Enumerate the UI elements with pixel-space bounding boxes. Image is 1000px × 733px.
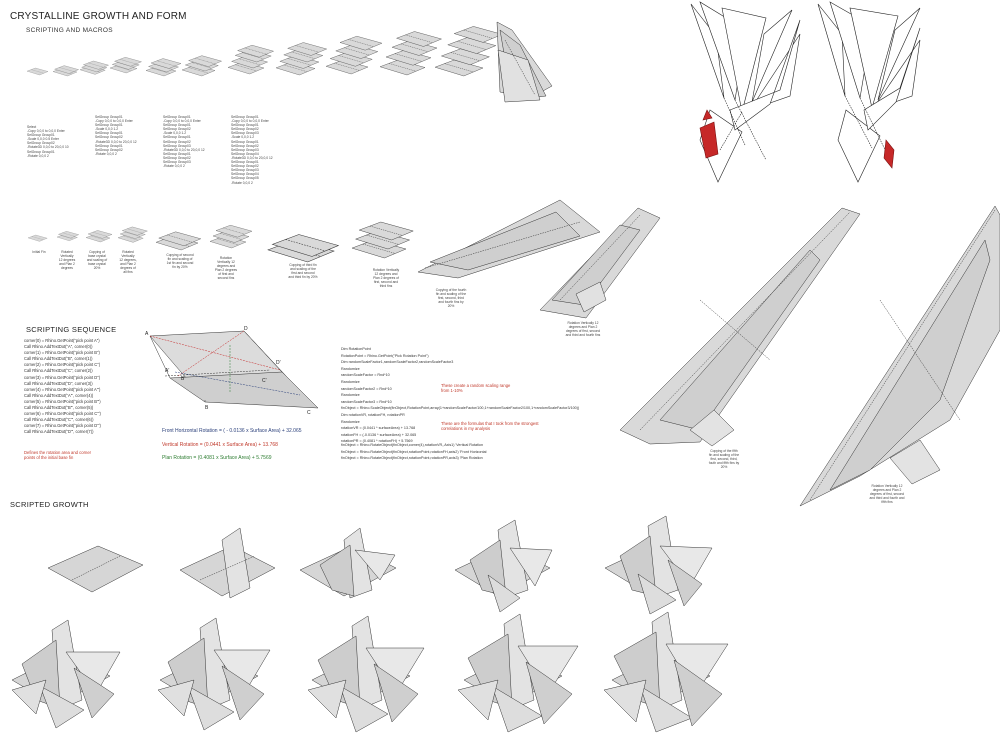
- formula-front-rotation: Front Horizontal Rotation = ( - 0.0136 x…: [162, 428, 302, 434]
- point-label-b: B: [205, 405, 209, 411]
- step-8: [351, 221, 414, 259]
- macro-stage-row: [26, 21, 553, 103]
- growth-stage-1: [47, 545, 144, 593]
- macro-block-3: SelGroup Group01 -Copy 0,0,0 to 0,0,0 En…: [163, 115, 205, 169]
- growth-stage-9: [457, 613, 579, 733]
- step-caption-2: Rotated Vertically 12 degrees and Plan 2…: [58, 250, 76, 270]
- point-label-a: A: [145, 331, 149, 337]
- macro-stage-12: [496, 21, 553, 103]
- macro-stage-1: [26, 67, 49, 76]
- step-caption-9: Copying of the fourth fin and scaling of…: [435, 288, 467, 308]
- growth-stage-10: [603, 611, 729, 733]
- step-10: [539, 207, 661, 319]
- crystal-form-red-right: [817, 1, 921, 183]
- macro-stage-4: [109, 57, 142, 74]
- page-subtitle: SCRIPTING AND MACROS: [26, 27, 113, 34]
- step-11: [619, 207, 861, 447]
- macro-block-2: SelGroup Group01 -Copy 0,0,0 to 0,0,0 En…: [95, 115, 137, 156]
- step-9: [417, 199, 601, 279]
- macro-block-1: Select -Copy 0,0,0 to 0,0,0 Enter SelGro…: [27, 125, 69, 158]
- macro-stage-10: [379, 31, 442, 76]
- step-12: [799, 205, 1000, 507]
- scripting-note-scaling: These create a random scaling range from…: [441, 383, 511, 393]
- scripted-growth-row-1: [47, 515, 713, 615]
- scripting-note-formulas: These are the formulas that I took from …: [441, 421, 539, 431]
- macro-block-4: SelGroup Group01 -Copy 0,0,0 to 0,0,0 En…: [231, 115, 273, 185]
- diagram-point-labels: A B C D A' B' C' D': [145, 326, 311, 416]
- step-caption-12: Rotation Vertically 12 degrees and Plan …: [869, 484, 905, 504]
- growth-stage-4: [454, 519, 553, 613]
- macro-stage-2: [52, 65, 79, 77]
- crystal-form-red-left: [690, 1, 801, 183]
- point-label-d-prime: D': [276, 360, 281, 366]
- growth-stage-8: [307, 615, 425, 733]
- scripted-growth-row-2: [11, 611, 729, 733]
- macro-stage-3: [79, 60, 109, 75]
- scripting-sequence-heading: SCRIPTING SEQUENCE: [26, 325, 117, 334]
- point-label-b-prime: B': [181, 376, 185, 382]
- formula-vertical-rotation: Vertical Rotation = (0.0441 x Surface Ar…: [162, 442, 278, 448]
- point-label-a-prime: A': [165, 368, 169, 374]
- macro-stage-8: [275, 42, 328, 76]
- scripting-code-right-2: finObject = Rhino.RotateObject(finObject…: [341, 443, 487, 461]
- step-row: [27, 199, 1000, 507]
- macro-stage-6: [181, 55, 222, 77]
- step-2: [56, 231, 79, 241]
- point-label-d: D: [244, 326, 248, 332]
- growth-stage-7: [157, 617, 271, 731]
- growth-stage-3: [299, 527, 397, 599]
- growth-stage-5: [604, 515, 713, 615]
- step-caption-1: Initial Fin: [32, 250, 46, 254]
- rotation-box-diagram: [149, 330, 319, 409]
- step-caption-11: Copying of the fifth fin and scaling of …: [708, 449, 740, 469]
- scripting-code-right-1: Dim RotationPoint RotationPoint = Rhino.…: [341, 347, 580, 444]
- step-caption-7: Copying of third fin and scaling of the …: [288, 263, 318, 279]
- step-caption-4: Rotated Vertically 12 degrees, and Plan …: [119, 250, 137, 274]
- step-5: [155, 231, 202, 251]
- step-7: [267, 233, 339, 263]
- macro-stage-9: [325, 35, 383, 75]
- scripted-growth-heading: SCRIPTED GROWTH: [10, 500, 89, 509]
- step-caption-5: Copying of second fin and scaling of 1st…: [166, 253, 194, 269]
- macro-stage-11: [434, 25, 503, 77]
- scripting-code-left: corner(0) = Rhino.GetPoint("pick point A…: [24, 338, 101, 435]
- macro-stage-5: [145, 58, 182, 77]
- formula-plan-rotation: Plan Rotation = (0.4081 x Surface Area) …: [162, 455, 272, 461]
- page-title: CRYSTALLINE GROWTH AND FORM: [10, 11, 187, 22]
- step-caption-3: Copying of base crystal and scaling of b…: [86, 250, 108, 270]
- step-4: [117, 226, 148, 243]
- point-label-c: C: [307, 410, 311, 416]
- scripting-note-left: Defines the rotation area and corner poi…: [24, 450, 92, 460]
- step-6: [209, 224, 253, 249]
- step-caption-6: Rotation Vertically 12 degrees and Plan …: [214, 256, 238, 280]
- step-caption-10: Rotation Vertically 12 degrees and Plan …: [565, 321, 601, 337]
- growth-stage-6: [11, 619, 121, 729]
- step-caption-8: Rotation Vertically 12 degrees and Plan …: [372, 268, 400, 288]
- growth-stage-2: [179, 527, 276, 599]
- step-3: [85, 230, 113, 243]
- macro-stage-7: [227, 44, 274, 75]
- step-1: [27, 234, 48, 242]
- point-label-c-prime: C': [262, 378, 267, 384]
